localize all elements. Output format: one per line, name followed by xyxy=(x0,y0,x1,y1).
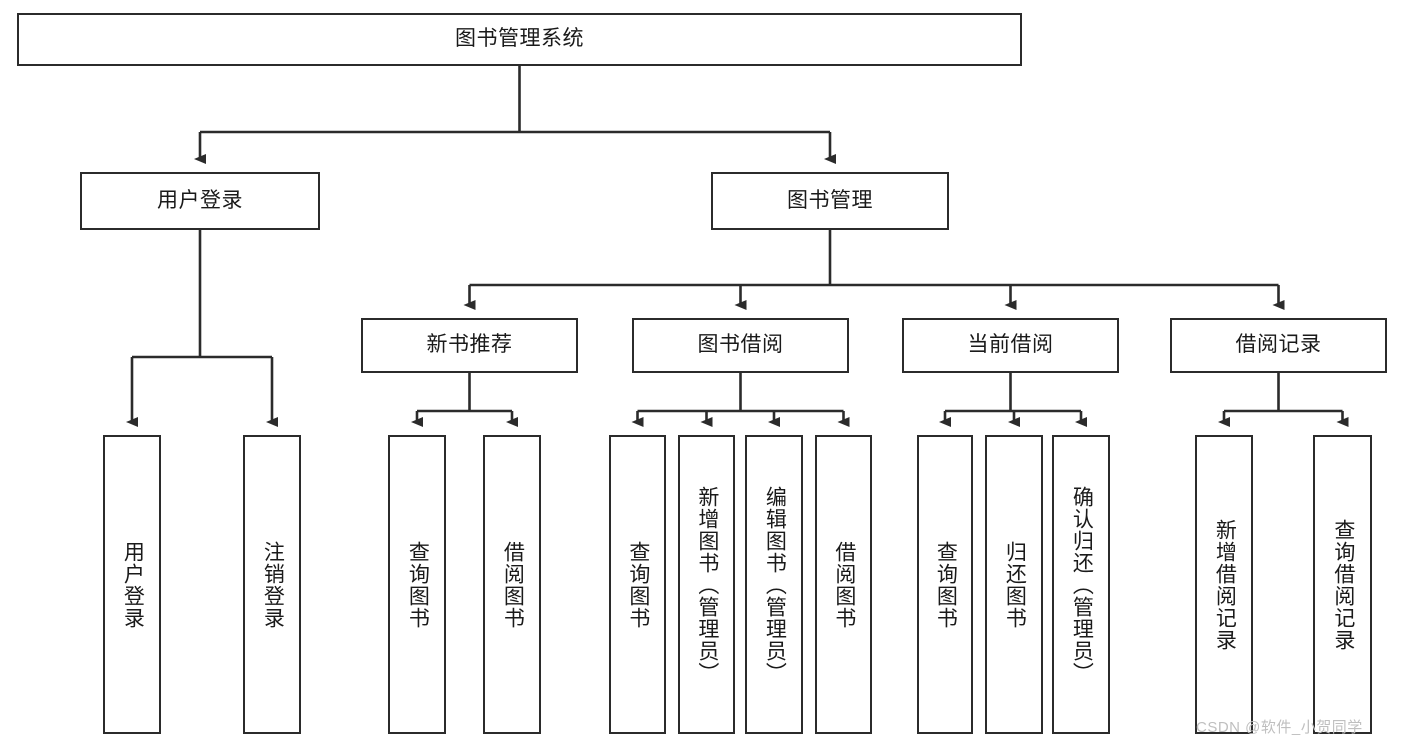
leaf-add-borrow-record[interactable]: 新增借阅记录 xyxy=(1195,435,1253,734)
leaf-query-book-3-label: 查询图书 xyxy=(934,540,958,629)
node-user-login-label: 用户登录 xyxy=(157,188,243,212)
node-root-label: 图书管理系统 xyxy=(455,27,584,51)
node-book-borrow[interactable]: 图书借阅 xyxy=(632,318,849,373)
leaf-query-book-3[interactable]: 查询图书 xyxy=(917,435,973,734)
leaf-confirm-return-label: 确认归还（管理员） xyxy=(1070,485,1094,684)
node-book-management-label: 图书管理 xyxy=(787,188,873,212)
leaf-add-book-label: 新增图书（管理员） xyxy=(695,485,719,684)
leaf-query-book-2[interactable]: 查询图书 xyxy=(609,435,666,734)
node-book-borrow-label: 图书借阅 xyxy=(697,333,784,357)
leaf-add-book[interactable]: 新增图书（管理员） xyxy=(678,435,735,734)
node-current-borrow[interactable]: 当前借阅 xyxy=(902,318,1119,373)
node-book-management[interactable]: 图书管理 xyxy=(711,172,949,230)
leaf-query-borrow-record-label: 查询借阅记录 xyxy=(1331,518,1355,651)
leaf-return-book-label: 归还图书 xyxy=(1003,540,1027,629)
leaf-borrow-book-2[interactable]: 借阅图书 xyxy=(815,435,872,734)
leaf-logout-label: 注销登录 xyxy=(261,540,285,629)
node-new-book-recommend-label: 新书推荐 xyxy=(426,333,513,357)
leaf-confirm-return[interactable]: 确认归还（管理员） xyxy=(1052,435,1110,734)
leaf-user-login[interactable]: 用户登录 xyxy=(103,435,161,734)
leaf-edit-book-label: 编辑图书（管理员） xyxy=(763,485,787,684)
leaf-borrow-book-1-label: 借阅图书 xyxy=(501,540,525,629)
node-root[interactable]: 图书管理系统 xyxy=(17,13,1022,66)
node-new-book-recommend[interactable]: 新书推荐 xyxy=(361,318,578,373)
node-borrow-record[interactable]: 借阅记录 xyxy=(1170,318,1387,373)
csdn-watermark: CSDN @软件_小贺同学 xyxy=(1196,719,1363,736)
leaf-add-borrow-record-label: 新增借阅记录 xyxy=(1213,518,1237,651)
leaf-return-book[interactable]: 归还图书 xyxy=(985,435,1043,734)
leaf-edit-book[interactable]: 编辑图书（管理员） xyxy=(745,435,803,734)
leaf-query-book-2-label: 查询图书 xyxy=(626,540,650,629)
leaf-user-login-label: 用户登录 xyxy=(121,540,145,629)
node-current-borrow-label: 当前借阅 xyxy=(967,333,1054,357)
leaf-logout[interactable]: 注销登录 xyxy=(243,435,301,734)
leaf-borrow-book-2-label: 借阅图书 xyxy=(832,540,856,629)
leaf-query-book-1[interactable]: 查询图书 xyxy=(388,435,446,734)
leaf-borrow-book-1[interactable]: 借阅图书 xyxy=(483,435,541,734)
node-borrow-record-label: 借阅记录 xyxy=(1235,333,1322,357)
leaf-query-borrow-record[interactable]: 查询借阅记录 xyxy=(1313,435,1372,734)
node-user-login[interactable]: 用户登录 xyxy=(80,172,320,230)
leaf-query-book-1-label: 查询图书 xyxy=(406,540,430,629)
